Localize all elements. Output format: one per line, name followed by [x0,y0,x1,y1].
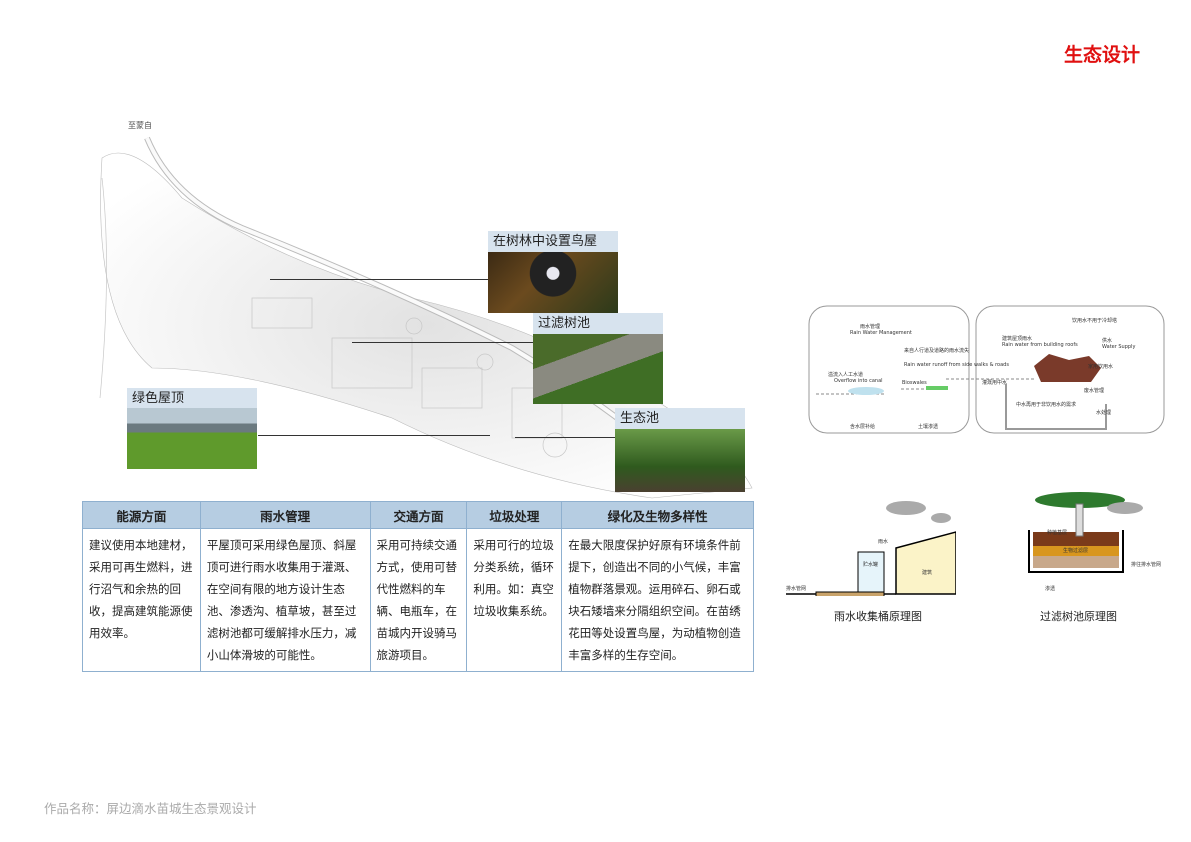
site-plan-drawing [99,136,753,499]
site-plan-map: 至蒙自 [92,118,757,503]
label-overflow: 溢流入人工水道 [828,371,863,378]
label-roof-rain-en: Rain water from building roofs [1002,342,1078,348]
callout-label-eco-pond: 生态池 [615,408,745,429]
label-supply-en: Water Supply [1102,344,1135,350]
label-outlet: 排水管网 [786,585,806,592]
tree-pit-caption: 过滤树池原理图 [1040,610,1117,623]
cell-rainwater: 平屋顶可采用绿色屋顶、斜屋顶可进行雨水收集用于灌溉、在空间有限的地方设计生态池、… [199,528,371,672]
label-treatment: 水处理 [1096,409,1111,416]
header-energy: 能源方面 [82,501,201,529]
label-rain-mgmt: 雨水管理 [860,323,880,330]
label-layer1: 种植基层 [1047,529,1067,536]
cell-transport: 采用可持续交通方式，使用可替代性燃料的车辆、电瓶车，在苗城内开设骑马旅游项目。 [369,528,468,672]
label-waste: 废水管理 [1084,387,1104,394]
header-greening: 绿化及生物多样性 [561,501,754,529]
label-irrigation: 灌溉用中水 [982,379,1007,386]
callout-label-filter-tree-pit: 过滤树池 [533,313,663,334]
label-building: 建筑 [922,569,932,576]
label-barrel: 贮水罐 [863,561,878,568]
cell-greening: 在最大限度保护好原有环境条件前提下，创造出不同的小气候，丰富植物群落景观。运用碎… [561,528,754,672]
footer-project-name: 作品名称：屏边滴水苗城生态景观设计 [44,801,257,816]
label-tree-seep: 渗透 [1045,585,1055,592]
label-runoff: 来自人行道及道路的雨水流失 [904,347,969,354]
cell-waste: 采用可行的垃圾分类系统，循环利用。如：真空垃圾收集系统。 [466,528,563,672]
page-title: 生态设计 [1064,44,1141,66]
header-waste: 垃圾处理 [466,501,563,529]
label-supply: 供水 [1102,337,1112,344]
birdhouse-photo [488,252,618,313]
label-gray-reuse: 中水再用于非饮用水的需求 [1016,401,1076,408]
label-drain: 排往排水管网 [1131,561,1161,568]
callout-label-green-roof: 绿色屋顶 [127,388,257,409]
label-rain-mgmt-en: Rain Water Management [850,330,912,336]
tree-pit-diagram: 种植基层 生物过滤层 排往排水管网 渗透 [1028,492,1161,592]
table-header-row: 能源方面 雨水管理 交通方面 垃圾处理 绿化及生物多样性 [82,501,754,529]
eco-pond-photo [615,429,745,492]
label-bioswales: Bioswales [902,380,927,386]
cell-energy: 建议使用本地建材，采用可再生燃料，进行沼气和余热的回收，提高建筑能源使用效率。 [82,528,201,672]
direction-label: 至蒙自 [128,121,152,130]
rain-barrel-diagram: 贮水罐 建筑 雨水 排水管网 渗透 [786,501,956,596]
eco-strategy-table: 能源方面 雨水管理 交通方面 垃圾处理 绿化及生物多样性 建议使用本地建材，采用… [82,501,754,672]
label-domestic: 家用饮用水 [1088,363,1113,370]
label-roof-rain: 建筑屋顶雨水 [1002,335,1032,342]
label-layer2: 生物过滤层 [1063,547,1088,554]
green-roof-photo [127,408,257,469]
label-potable-not: 饮用水不用于冷却塔 [1072,317,1117,324]
leader-line [352,342,533,343]
rain-barrel-caption: 雨水收集桶原理图 [834,610,922,623]
label-soil: 土壤渗透 [918,423,938,430]
label-overflow-en: Overflow into canal [834,378,883,384]
callout-label-birdhouse: 在树林中设置鸟屋 [488,231,618,252]
leader-line [270,279,488,280]
header-transport: 交通方面 [369,501,468,529]
label-runoff-en: Rain water runoff from side walks & road… [904,362,1009,368]
water-management-diagram: 雨水管理 Rain Water Management 来自人行道及道路的雨水流失… [808,305,1165,434]
filter-tree-pit-photo [533,334,663,404]
label-downpipe: 雨水 [878,538,888,545]
leader-line [258,435,490,436]
header-rainwater: 雨水管理 [199,501,371,529]
leader-line [515,437,615,438]
table-row: 建议使用本地建材，采用可再生燃料，进行沼气和余热的回收，提高建筑能源使用效率。 … [82,528,754,672]
label-aquifer: 含水层补给 [850,423,875,430]
